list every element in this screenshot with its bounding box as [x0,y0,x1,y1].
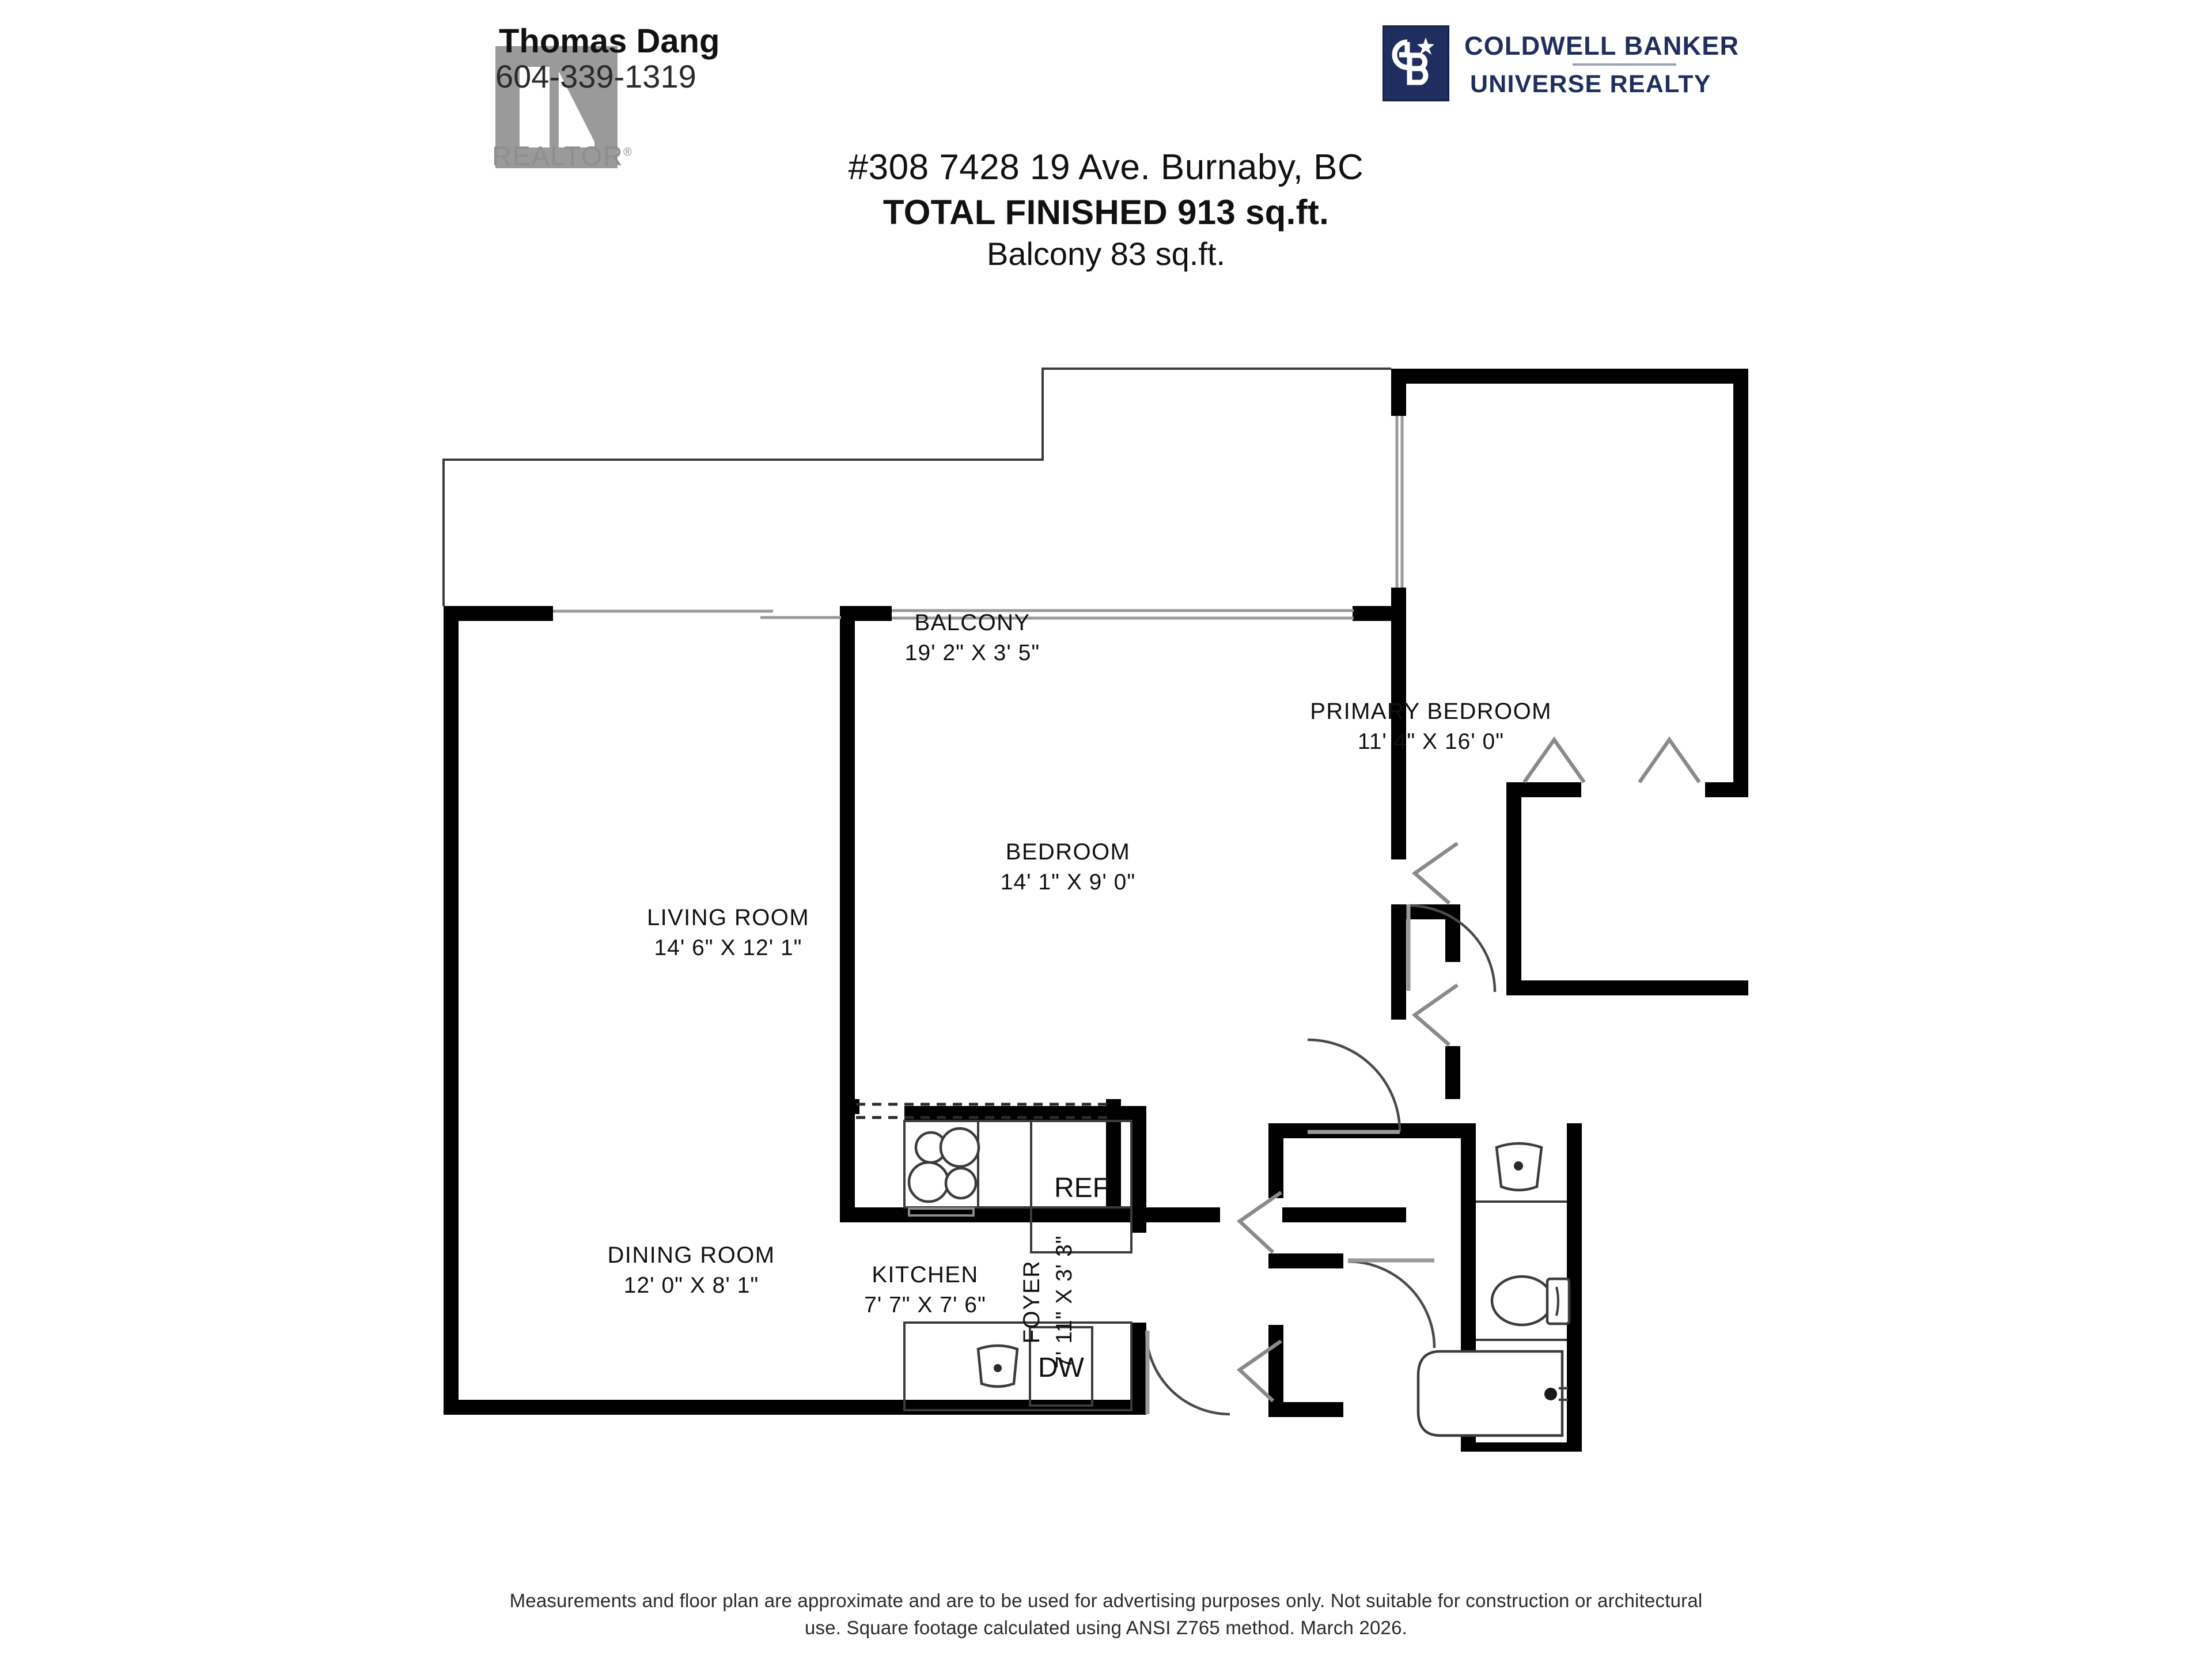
realtor-wordmark: REALTOR® [492,140,632,172]
balcony-sliding-doors[interactable] [553,609,1354,620]
agent-name: Thomas Dang [499,22,720,60]
room-dims-balcony: 19' 2" X 3' 5" [905,641,1040,665]
room-dims-bedroom: 14' 1" X 9' 0" [1001,870,1135,895]
room-dims-primary-bedroom: 11' 4" X 16' 0" [1358,729,1504,754]
dishwasher-label: DW [1038,1353,1085,1383]
room-dims-foyer: 7' 11" X 3' 3" [1052,1235,1077,1369]
registered-mark-icon: ® [623,146,633,159]
room-dims-dining-room: 12' 0" X 8' 1" [624,1273,759,1298]
primary-bedroom-door[interactable] [1406,904,1497,993]
header: REALTOR® Thomas Dang 604-339-1319 COLDWE… [0,0,2212,323]
entry-door[interactable] [1145,1330,1230,1416]
balcony-outline [442,368,1391,606]
room-label-dining-room: DINING ROOM [608,1243,775,1268]
kitchen-lower-counter [903,1321,1132,1411]
brokerage-divider [1573,63,1676,66]
bedroom-door[interactable] [1307,1038,1402,1134]
stove-icon [907,1127,980,1217]
foyer-closet-bifold-door[interactable] [1236,1191,1282,1254]
plan-total-finished: TOTAL FINISHED 913 sq.ft. [882,192,1330,232]
realtor-wordmark-text: REALTOR [492,141,624,171]
foyer-closet-bifold-door-2[interactable] [1236,1339,1282,1403]
room-label-foyer: FOYER [1019,1260,1044,1344]
brokerage-name-line-2: UNIVERSE REALTY [1470,70,1711,98]
disclaimer: Measurements and floor plan are approxim… [0,1588,2212,1642]
floorplan-drawing: REF DW BALCONY 19' 2" X 3' 5" PRIMARY BE… [442,368,1748,1452]
hall-closet-bifold-door-upper[interactable] [1411,842,1459,905]
primary-closet-bifold-doors[interactable] [1522,736,1701,783]
plan-address: #308 7428 19 Ave. Burnaby, BC [848,147,1364,187]
room-labels: BALCONY 19' 2" X 3' 5" PRIMARY BEDROOM 1… [608,610,1552,1369]
realtor-logo-bar-left [520,67,550,147]
room-label-bedroom: BEDROOM [1006,839,1130,865]
bathroom-door[interactable] [1347,1258,1436,1349]
bedroom-closet [856,1103,1108,1119]
cb-monogram-icon [1392,37,1434,85]
primary-bedroom-sliding-door[interactable] [1395,416,1404,588]
room-label-balcony: BALCONY [915,610,1031,635]
kitchen-sink-icon [976,1344,1019,1388]
realtor-logo-diagonal [556,67,598,149]
room-dims-kitchen: 7' 7" X 7' 6" [864,1293,986,1317]
disclaimer-line-2: use. Square footage calculated using ANS… [804,1616,1407,1638]
plan-balcony-area: Balcony 83 sq.ft. [986,236,1225,272]
disclaimer-line-1: Measurements and floor plan are approxim… [509,1590,1703,1611]
room-label-living-room: LIVING ROOM [647,905,809,930]
bathtub-icon [1416,1339,1568,1437]
coldwell-banker-badge-icon [1382,25,1449,101]
plan-title-block: #308 7428 19 Ave. Burnaby, BC TOTAL FINI… [588,147,1624,272]
room-label-kitchen: KITCHEN [872,1262,978,1287]
room-label-primary-bedroom: PRIMARY BEDROOM [1310,699,1552,724]
toilet-icon [1490,1275,1571,1327]
brokerage-name-line-1: COLDWELL BANKER [1464,31,1740,60]
floorplan: REF DW BALCONY 19' 2" X 3' 5" PRIMARY BE… [0,357,2212,1486]
hall-closet-bifold-door-lower[interactable] [1411,983,1459,1047]
brokerage-branding: COLDWELL BANKER UNIVERSE REALTY [1382,22,1740,114]
agent-phone: 604-339-1319 [495,58,696,94]
realtor-branding: REALTOR® Thomas Dang 604-339-1319 [484,10,726,177]
room-dims-living-room: 14' 6" X 12' 1" [654,935,802,960]
realtor-logo-icon [495,46,618,168]
vanity-sink-icon [1495,1142,1543,1192]
refrigerator-label: REF [1054,1173,1109,1203]
